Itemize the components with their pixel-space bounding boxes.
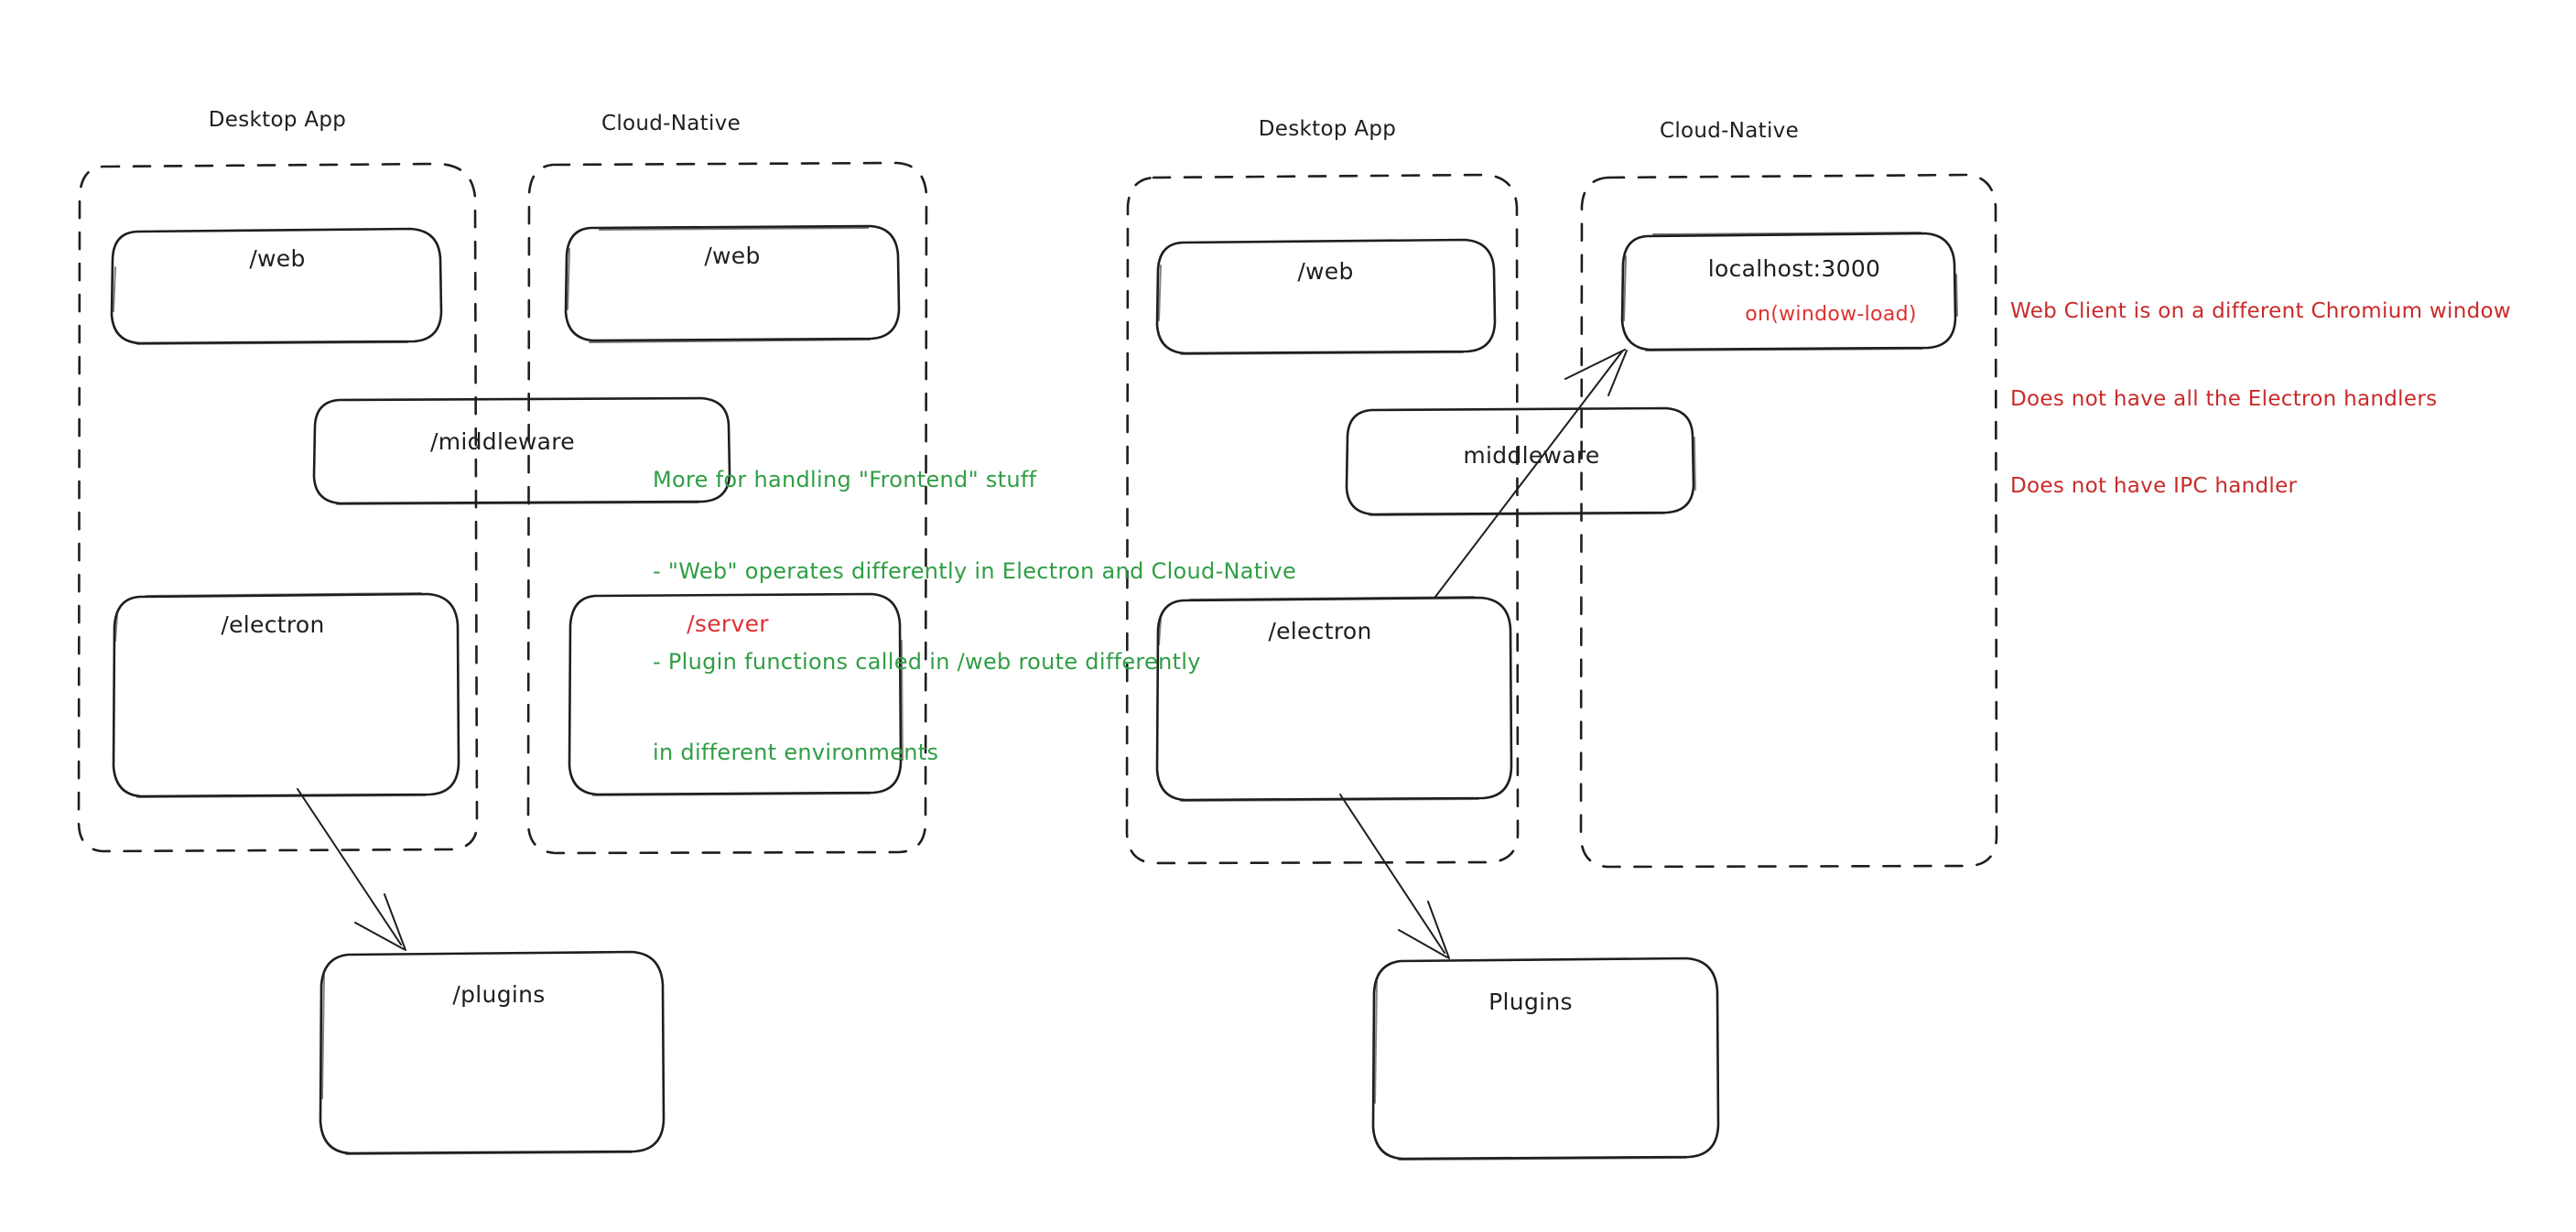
node-shape-right-plugins — [1371, 956, 1720, 1161]
node-shape-left-server — [568, 592, 904, 796]
edge-right-electron-to-plugins — [1339, 794, 1450, 959]
node-shape-right-electron — [1155, 596, 1513, 802]
annotation-frontend-note-line-2: - "Web" operates differently in Electron… — [653, 557, 1297, 584]
node-label-right-localhost: localhost:3000 — [1707, 255, 1881, 282]
annotation-frontend-note-line-4: in different environments — [653, 740, 939, 766]
group-outline-left-desktop-app — [77, 162, 479, 853]
node-shape-left-middleware — [312, 396, 731, 505]
group-title-right-cloud-native: Cloud-Native — [1659, 119, 1800, 143]
group-outline-right-cloud-native — [1579, 173, 1998, 869]
node-shape-right-localhost — [1620, 232, 1958, 351]
node-label-left-middleware: /middleware — [430, 428, 575, 455]
node-label-left-electron: /electron — [221, 611, 325, 638]
node-label-right-electron: /electron — [1268, 618, 1372, 644]
group-title-left-desktop-app: Desktop App — [208, 108, 347, 132]
annotation-frontend-note-line-1: More for handling "Frontend" stuff — [653, 467, 1037, 493]
node-label-right-plugins: Plugins — [1488, 989, 1573, 1015]
node-shape-right-middleware — [1345, 406, 1696, 516]
annotation-web-client-note: Web Client is on a different Chromium wi… — [2010, 240, 2511, 559]
node-label-right-desktop-web: /web — [1297, 258, 1354, 285]
group-outline-left-cloud-native — [526, 161, 928, 855]
node-shape-left-plugins — [319, 950, 666, 1155]
annotation-web-client-note-line-1: Web Client is on a different Chromium wi… — [2010, 299, 2511, 324]
annotation-web-client-note-line-2: Does not have all the Electron handlers — [2010, 386, 2438, 411]
node-label-left-server: /server — [687, 611, 769, 637]
node-label-left-desktop-web: /web — [249, 245, 306, 272]
node-label-left-cloud-web: /web — [704, 243, 761, 269]
node-label-right-middleware: middleware — [1463, 442, 1600, 469]
group-title-right-desktop-app: Desktop App — [1258, 117, 1397, 141]
annotation-web-client-note-line-3: Does not have IPC handler — [2010, 473, 2298, 498]
group-outline-right-desktop-app — [1125, 173, 1520, 865]
annotation-frontend-note-line-3: - Plugin functions called in /web route … — [653, 648, 1201, 675]
node-shape-right-desktop-web — [1155, 238, 1497, 355]
group-title-left-cloud-native: Cloud-Native — [601, 112, 741, 135]
annotation-frontend-note: More for handling "Frontend" stuff - "We… — [653, 405, 1296, 829]
edge-left-electron-to-plugins — [297, 788, 406, 951]
node-shape-left-desktop-web — [110, 227, 443, 345]
node-sublabel-right-localhost: on(window-load) — [1745, 303, 1917, 326]
node-shape-left-electron — [112, 592, 460, 798]
node-shape-left-cloud-web — [564, 224, 901, 343]
node-label-left-plugins: /plugins — [452, 981, 546, 1008]
edge-right-electron-to-localhost — [1434, 349, 1628, 598]
